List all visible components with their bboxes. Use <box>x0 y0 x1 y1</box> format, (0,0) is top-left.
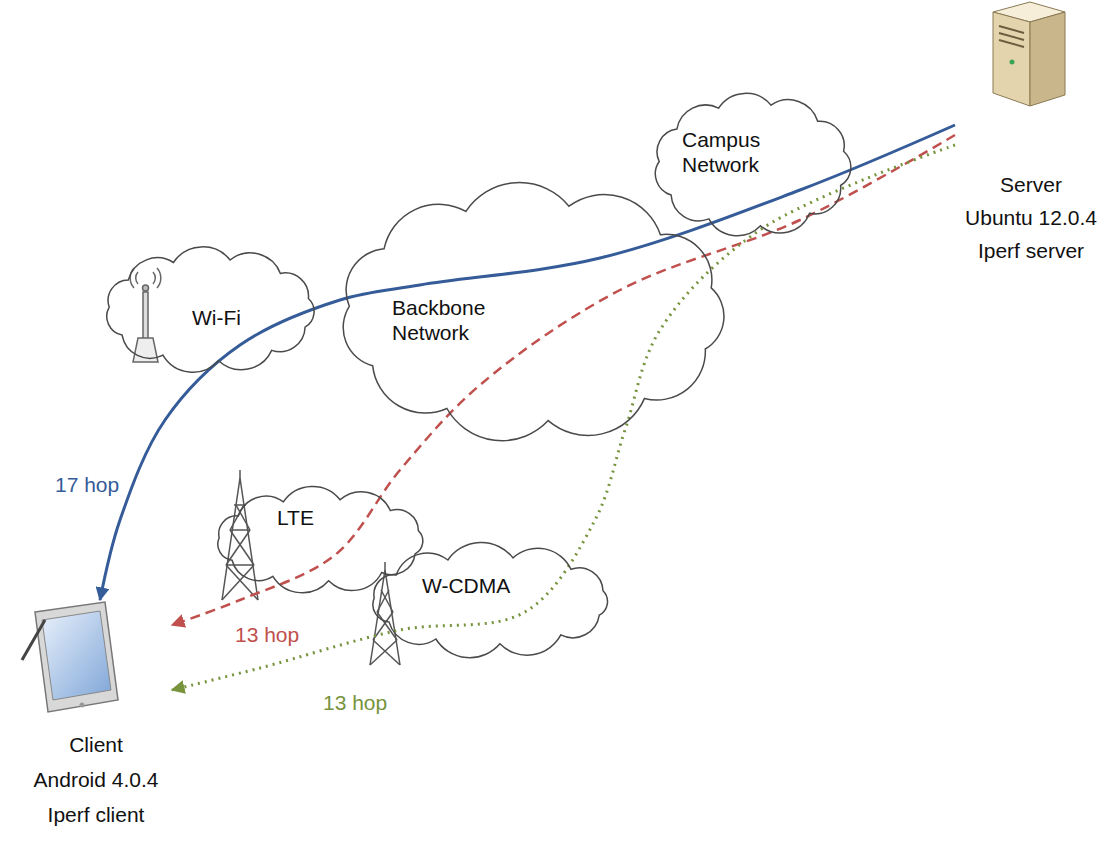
route-line <box>172 135 955 625</box>
server-node: ServerUbuntu 12.0.4Iperf server <box>955 0 1107 275</box>
host-label: Iperf server <box>955 234 1107 267</box>
network-label: Wi-Fi <box>190 305 243 330</box>
network-cloud: W-CDMA <box>365 548 615 653</box>
hop-count: 13 hop <box>320 690 390 715</box>
network-label: W-CDMA <box>420 573 512 598</box>
network-cloud: Backbone Network <box>340 195 725 430</box>
network-label: LTE <box>275 505 316 530</box>
route-line <box>172 145 955 690</box>
host-label: Android 4.0.4 <box>20 763 172 796</box>
cloud-shape <box>210 490 430 590</box>
network-cloud: Campus Network <box>650 95 855 235</box>
cloud-outline <box>343 183 724 441</box>
wifi-antenna <box>130 268 161 362</box>
client-node: ClientAndroid 4.0.4Iperf client <box>20 600 172 833</box>
cloud-outline <box>655 93 850 235</box>
host-label: Server <box>955 168 1107 201</box>
host-label: Ubuntu 12.0.4 <box>955 201 1107 234</box>
server-icon <box>993 2 1065 106</box>
tablet-icon <box>22 602 118 712</box>
network-label: Backbone Network <box>390 295 504 345</box>
cloud-outline <box>218 486 423 592</box>
cloud-shape <box>365 548 615 653</box>
host-label: Iperf client <box>20 798 172 831</box>
cloud-outline <box>373 542 608 657</box>
network-cloud: Wi-Fi <box>100 250 320 370</box>
hop-count: 13 hop <box>232 622 302 647</box>
network-label: Campus Network <box>680 127 789 177</box>
hop-count: 17 hop <box>52 472 122 497</box>
cloud-outline <box>107 247 314 372</box>
network-cloud: LTE <box>210 490 430 590</box>
route-line <box>100 125 955 600</box>
host-label: Client <box>20 728 172 761</box>
